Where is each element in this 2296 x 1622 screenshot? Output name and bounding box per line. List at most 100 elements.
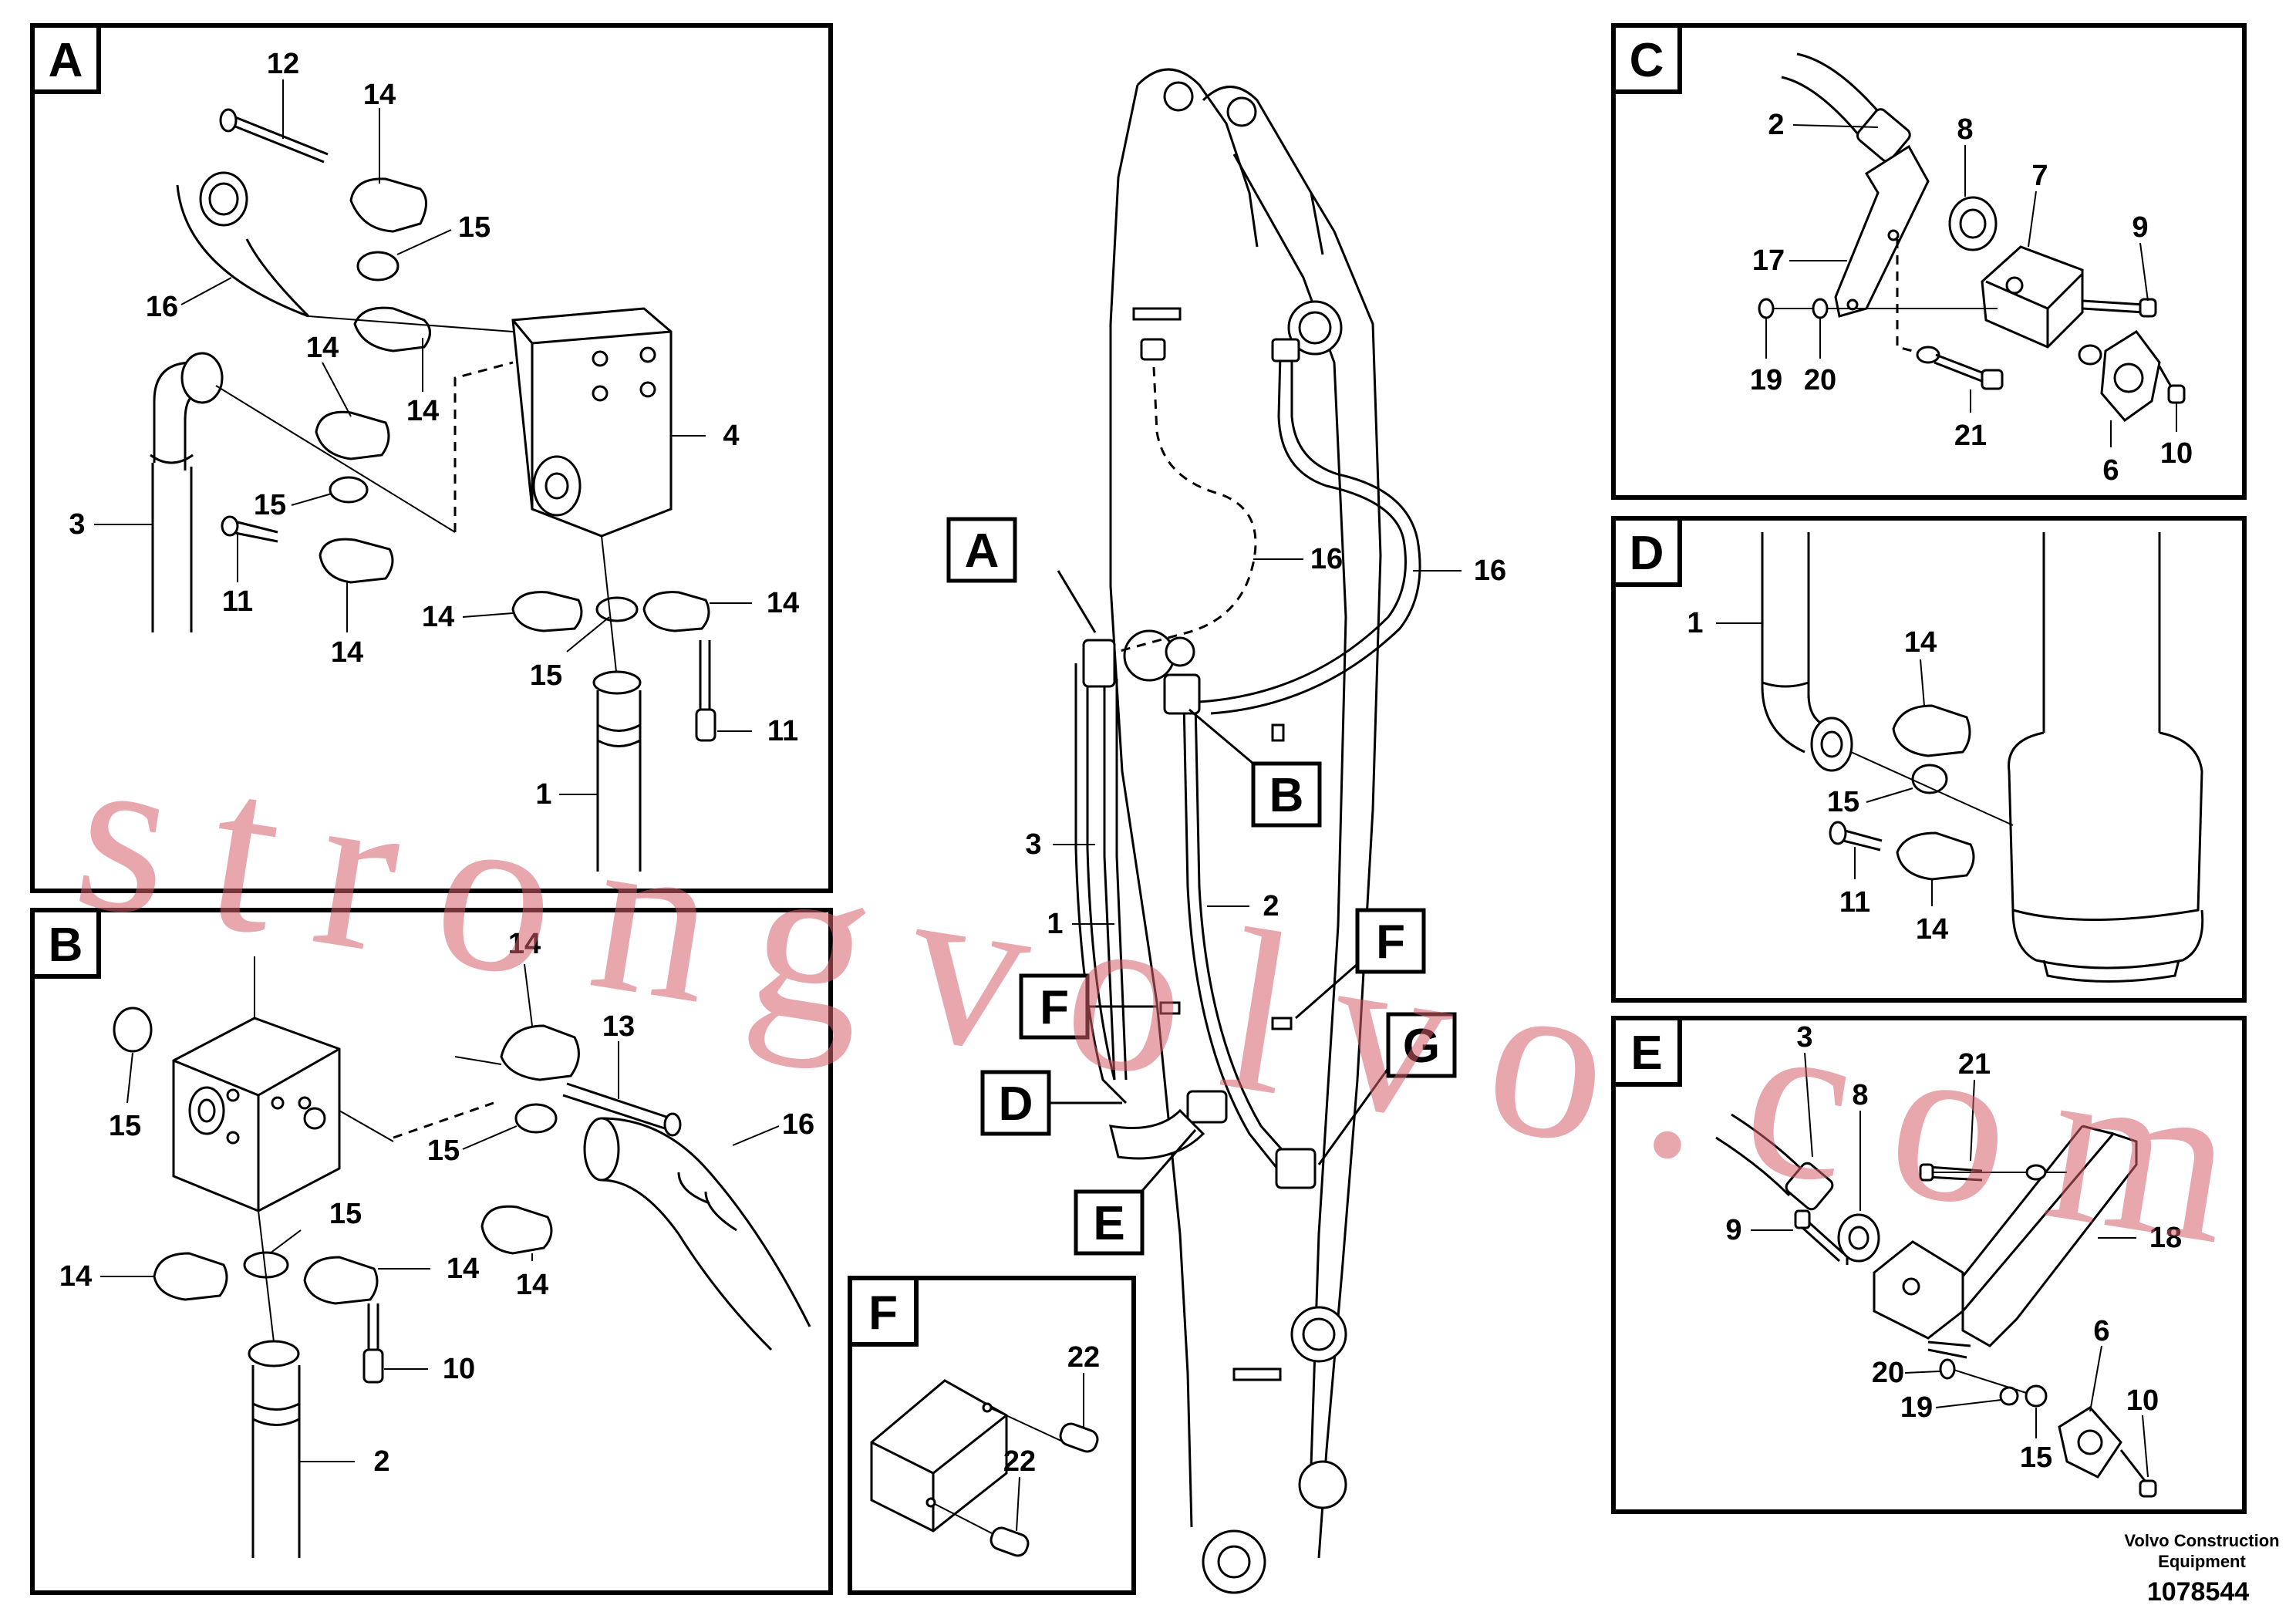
panel-d-letter-box: D [1611,516,1682,587]
panel-c-letter: C [1630,34,1664,87]
panel-a-frame [30,23,833,893]
panel-e-letter: E [1630,1027,1662,1080]
panel-b-drawing [113,1007,811,1558]
svg-text:14: 14 [331,636,363,669]
svg-text:14: 14 [59,1260,92,1293]
svg-text:3: 3 [1796,1021,1812,1054]
panel-b-labels: 14 13 15 15 16 15 14 14 14 10 2 [59,928,814,1478]
svg-text:15: 15 [109,1110,141,1142]
svg-text:10: 10 [443,1353,475,1385]
svg-text:11: 11 [1839,886,1870,919]
panel-e-labels: 3 21 8 9 18 20 19 6 10 15 [1725,1021,2182,1478]
svg-text:E: E [1093,1197,1124,1250]
svg-text:14: 14 [363,79,396,111]
panel-b-letter-box: B [30,908,101,979]
svg-text:21: 21 [1954,420,1987,452]
panel-d-letter: D [1630,527,1664,580]
svg-text:F: F [1376,916,1405,969]
svg-text:20: 20 [1804,364,1836,396]
main-callout-a: A [946,517,1097,633]
svg-text:15: 15 [427,1135,460,1167]
svg-text:15: 15 [1827,786,1859,818]
svg-text:11: 11 [222,585,253,618]
svg-text:14: 14 [1904,626,1937,659]
svg-text:1: 1 [1687,607,1703,639]
svg-text:7: 7 [2031,160,2048,192]
svg-text:14: 14 [422,601,454,633]
svg-text:22: 22 [1003,1445,1036,1478]
svg-text:15: 15 [329,1198,362,1230]
svg-text:10: 10 [2160,437,2193,470]
svg-text:8: 8 [1957,113,1973,146]
svg-text:21: 21 [1958,1048,1991,1081]
svg-text:F: F [1040,981,1069,1034]
panel-e-letter-box: E [1611,1016,1682,1087]
svg-text:15: 15 [530,659,562,692]
panel-c-labels: 2 8 7 9 17 19 20 21 6 10 [1750,109,2193,487]
panel-f-letter-box: F [848,1276,919,1347]
svg-text:14: 14 [516,1269,548,1301]
svg-text:17: 17 [1752,244,1785,277]
main-callout-b: B [1188,708,1322,828]
panel-b-frame [30,908,833,1595]
svg-text:19: 19 [1750,364,1782,396]
main-callout-f-left: F [1019,973,1157,1040]
svg-text:14: 14 [508,928,541,960]
panel-c-letter-box: C [1611,23,1682,94]
svg-text:15: 15 [254,489,286,521]
svg-text:19: 19 [1900,1391,1933,1424]
svg-text:8: 8 [1852,1079,1868,1111]
document-number: 1078544 [2147,1577,2249,1607]
svg-text:15: 15 [2020,1442,2052,1474]
svg-text:B: B [1269,769,1304,822]
svg-text:6: 6 [2102,454,2119,487]
svg-text:3: 3 [1025,828,1041,861]
main-callout-e: E [1074,1129,1197,1256]
svg-text:13: 13 [602,1010,635,1043]
svg-text:2: 2 [373,1445,389,1478]
main-boom-drawing [1074,68,1421,1594]
svg-text:9: 9 [2132,211,2148,244]
main-number-labels: 3 1 2 16 16 [1025,543,1506,940]
svg-text:3: 3 [69,508,85,541]
panel-a-labels: 12 14 15 16 14 14 4 3 15 11 14 14 14 15 … [69,48,799,811]
footer-company-line2: Equipment [2158,1552,2246,1571]
panel-b-letter: B [49,919,83,972]
main-callout-g: G [1317,1012,1457,1165]
panel-f-labels: 22 22 [1003,1341,1100,1532]
svg-text:2: 2 [1768,109,1784,141]
panel-e-drawing [1715,1113,2157,1498]
main-callout-f-right: F [1295,908,1426,1020]
svg-text:16: 16 [1310,543,1343,575]
panel-d-frame [1611,516,2247,1003]
svg-text:D: D [999,1077,1033,1131]
main-callout-d: D [980,1070,1122,1136]
svg-text:11: 11 [767,715,798,747]
footer-company-line1: Volvo Construction [2124,1531,2279,1550]
svg-text:A: A [965,524,1000,578]
panel-f-drawing [870,1379,1099,1557]
svg-text:16: 16 [146,291,178,323]
svg-text:14: 14 [767,587,799,619]
svg-text:14: 14 [447,1253,479,1285]
svg-text:9: 9 [1725,1214,1741,1246]
svg-text:20: 20 [1872,1357,1904,1389]
svg-text:12: 12 [267,48,299,80]
panel-c-frame [1611,23,2247,500]
svg-text:14: 14 [406,395,439,427]
svg-text:6: 6 [2093,1315,2109,1347]
svg-text:1: 1 [1047,908,1063,940]
svg-text:1: 1 [535,778,551,811]
panel-a-letter-box: A [30,23,101,94]
svg-text:2: 2 [1263,890,1279,922]
panel-a-letter: A [49,34,83,87]
panel-a-drawing [150,108,716,872]
svg-text:G: G [1403,1020,1440,1073]
svg-text:18: 18 [2149,1222,2182,1254]
svg-text:22: 22 [1067,1341,1100,1374]
panel-f-letter: F [868,1286,898,1340]
svg-text:10: 10 [2126,1384,2159,1417]
panel-c-drawing [1758,52,2186,423]
panel-d-drawing [1761,532,2204,983]
svg-text:14: 14 [306,332,339,364]
